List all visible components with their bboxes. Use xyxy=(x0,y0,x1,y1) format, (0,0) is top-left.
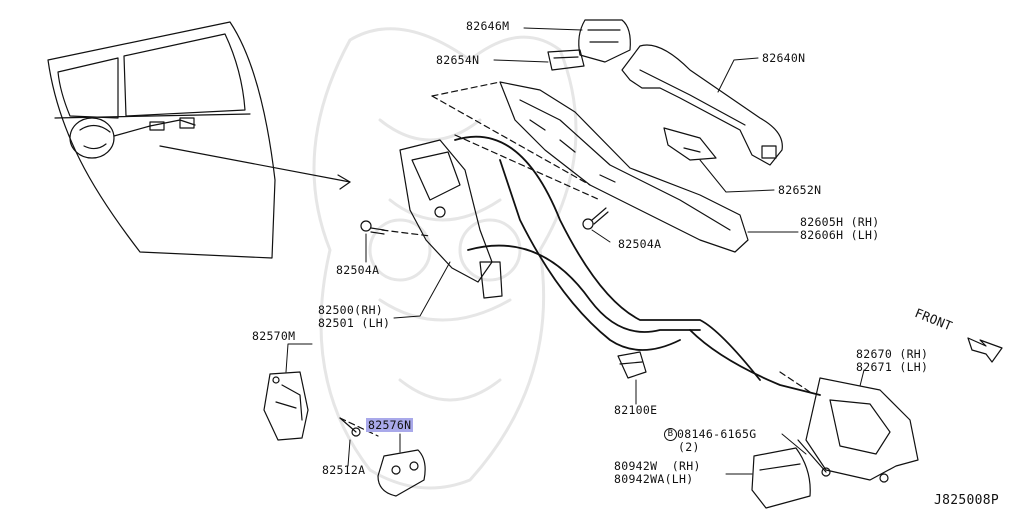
handle-cap-part xyxy=(578,19,631,63)
cable-clip-part xyxy=(617,351,647,379)
locator-arrow xyxy=(159,145,351,190)
handle-bolt-part xyxy=(797,439,831,477)
part-label-line: 82654N xyxy=(436,53,480,67)
control-cables xyxy=(454,135,821,396)
part-label-82100E: 82100E xyxy=(614,404,657,417)
part-label-line: 82512A xyxy=(322,463,366,477)
leader-lines xyxy=(285,27,865,475)
part-label-82654N: 82654N xyxy=(436,54,479,67)
part-label-line: 82504A xyxy=(618,237,662,251)
part-label-82500: 82500(RH)82501 (LH) xyxy=(318,304,390,330)
part-label-82640N: 82640N xyxy=(762,52,805,65)
bolt-right xyxy=(582,207,609,230)
part-label-line: 82606H (LH) xyxy=(800,228,880,242)
outside-handle-part xyxy=(621,44,783,166)
part-label-line: 82605H (RH) xyxy=(800,215,880,229)
part-label-82646M: 82646M xyxy=(466,20,509,33)
part-label-82576N: 82576N xyxy=(366,418,414,432)
gasket-part xyxy=(547,49,585,71)
highlighted-part-number: 82576N xyxy=(366,418,414,432)
part-label-line: 08146-6165G xyxy=(677,427,757,441)
striker-shim-part xyxy=(377,449,426,497)
door-striker-part xyxy=(263,371,309,441)
gasket-rear-part xyxy=(663,127,717,161)
diagram-id: J825008P xyxy=(934,493,1000,508)
inside-handle-part xyxy=(805,377,919,483)
part-label-82504A-left: 82504A xyxy=(336,264,379,277)
front-direction-arrow xyxy=(967,337,1003,363)
striker-screw-part xyxy=(339,417,361,437)
part-label-line: 82570M xyxy=(252,329,296,343)
part-label-82652N: 82652N xyxy=(778,184,821,197)
part-label-line: 82671 (LH) xyxy=(856,360,929,374)
part-label-line: 82646M xyxy=(466,19,510,33)
watermark-logo xyxy=(312,27,578,490)
part-label-82512A: 82512A xyxy=(322,464,365,477)
part-label-line: 80942W (RH) xyxy=(614,459,701,473)
rear-door-outline xyxy=(47,21,276,259)
part-label-line: 82670 (RH) xyxy=(856,347,929,361)
part-label-80942W: 80942W (RH)80942WA(LH) xyxy=(614,460,701,486)
bolt-left xyxy=(360,220,385,235)
part-label-82605H: 82605H (RH)82606H (LH) xyxy=(800,216,879,242)
part-label-line: (2) xyxy=(678,440,700,454)
part-label-line: 82652N xyxy=(778,183,822,197)
part-label-line: 82501 (LH) xyxy=(318,316,391,330)
door-lock-actuator-part xyxy=(399,139,503,299)
part-label-82570M: 82570M xyxy=(252,330,295,343)
part-label-line: 82504A xyxy=(336,263,380,277)
handle-bracket-part xyxy=(499,81,749,253)
part-label-82504A-right: 82504A xyxy=(618,238,661,251)
part-label-line: 80942WA(LH) xyxy=(614,472,694,486)
part-label-82670: 82670 (RH)82671 (LH) xyxy=(856,348,928,374)
explode-lines xyxy=(339,81,811,437)
part-label-line: 82500(RH) xyxy=(318,303,384,317)
part-label-line: 82640N xyxy=(762,51,806,65)
part-label-line: 82100E xyxy=(614,403,658,417)
escutcheon-part xyxy=(751,447,811,509)
